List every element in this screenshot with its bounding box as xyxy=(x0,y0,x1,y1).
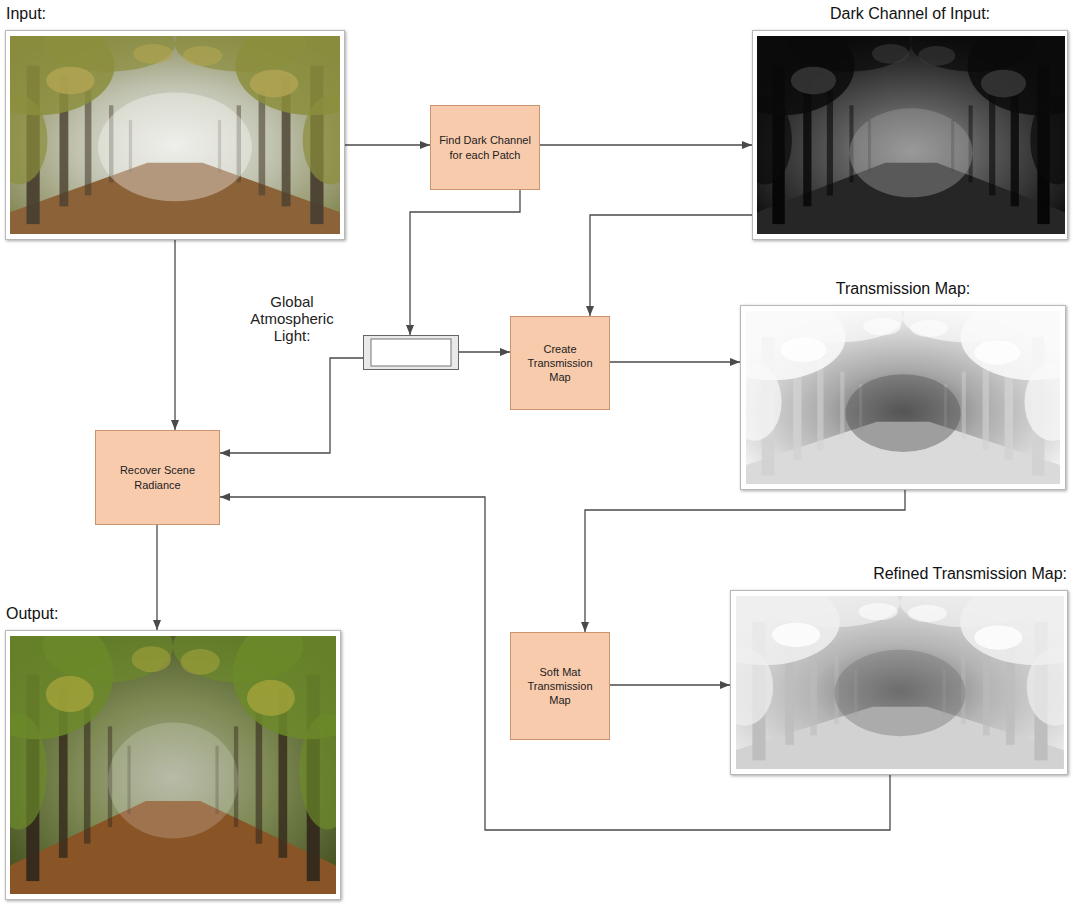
flow-arrow xyxy=(220,497,890,830)
box-label: Soft Mat Transmission Map xyxy=(516,665,604,708)
image-panel: Output: xyxy=(5,630,341,900)
image-panel: Transmission Map: xyxy=(740,305,1066,490)
process-box: Create Transmission Map xyxy=(510,316,610,410)
illustration-part xyxy=(834,650,965,737)
transmission-map-image xyxy=(746,311,1060,484)
flow-arrow xyxy=(585,490,905,632)
illustration-part xyxy=(736,596,1064,769)
flow-arrow xyxy=(610,361,740,362)
illustration-part xyxy=(10,636,336,894)
illustration-part xyxy=(371,339,451,366)
illustration-part xyxy=(746,311,1060,484)
panel-heading: Refined Transmission Map: xyxy=(873,564,1067,584)
dark-channel-image xyxy=(757,36,1065,234)
illustration-part xyxy=(849,108,972,197)
illustration-part xyxy=(98,92,252,201)
process-box: Soft Mat Transmission Map xyxy=(510,632,610,740)
input-photo xyxy=(10,36,340,234)
refined-map-image xyxy=(736,596,1064,769)
panel-heading: Output: xyxy=(6,604,58,624)
box-label: Create Transmission Map xyxy=(516,342,604,385)
illustration-part xyxy=(108,722,238,838)
store-symbol xyxy=(363,335,459,370)
image-panel: Refined Transmission Map: xyxy=(730,590,1068,775)
panel-heading: Transmission Map: xyxy=(836,279,971,299)
illustration-part xyxy=(845,374,960,452)
panel-heading: Dark Channel of Input: xyxy=(830,4,990,24)
data-store: Global Atmospheric Light: xyxy=(363,335,459,370)
flow-arrow xyxy=(410,190,520,335)
illustration-part xyxy=(10,36,340,234)
flow-arrow xyxy=(174,240,175,430)
flow-arrow xyxy=(610,684,730,685)
illustration-part xyxy=(363,335,459,370)
store-label: Global Atmospheric Light: xyxy=(242,293,342,344)
box-label: Recover Scene Radiance xyxy=(101,463,214,492)
flow-arrow xyxy=(590,215,752,316)
output-photo xyxy=(10,636,336,894)
flow-arrow xyxy=(156,525,157,630)
flow-arrow xyxy=(220,358,363,453)
panel-heading: Input: xyxy=(6,4,46,24)
process-box: Recover Scene Radiance xyxy=(95,430,220,525)
illustration-part xyxy=(757,36,1065,234)
image-panel: Input: xyxy=(5,30,345,240)
box-label: Find Dark Channel for each Patch xyxy=(436,133,534,162)
process-box: Find Dark Channel for each Patch xyxy=(430,105,540,190)
flow-arrow xyxy=(345,144,430,145)
flow-arrow xyxy=(459,351,510,352)
image-panel: Dark Channel of Input: xyxy=(752,30,1068,240)
flow-arrow xyxy=(540,144,752,145)
